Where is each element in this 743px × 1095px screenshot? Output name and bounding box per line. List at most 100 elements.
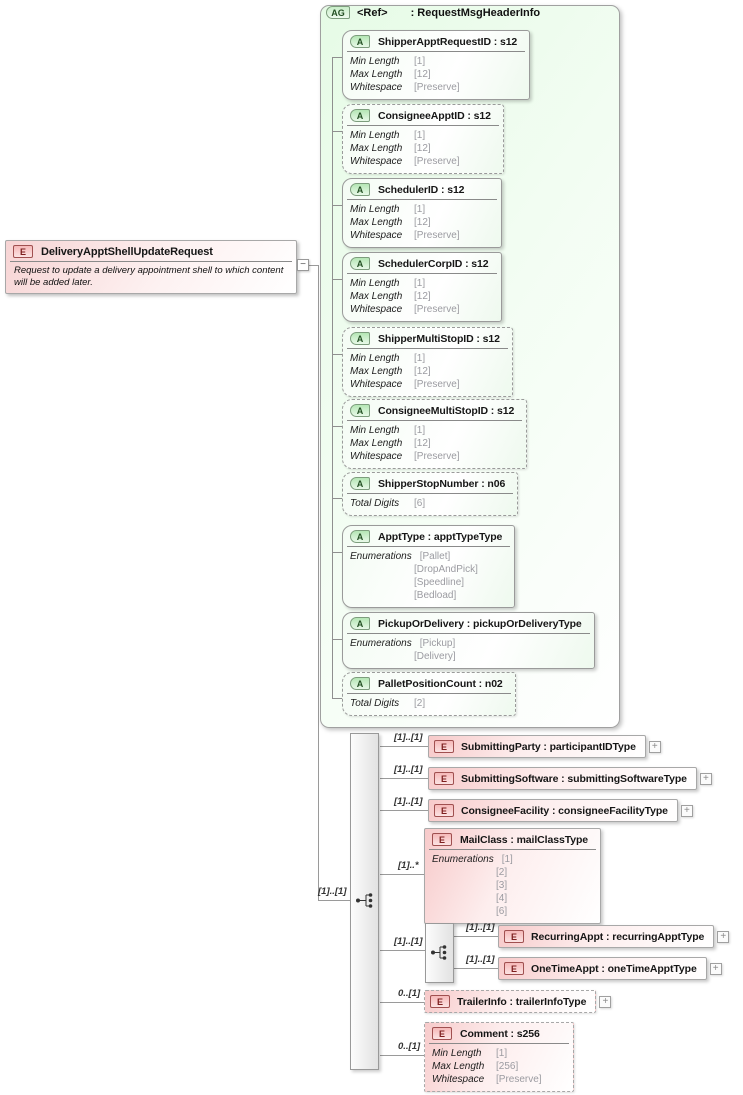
attribute-icon: A: [350, 257, 370, 270]
element-icon: E: [504, 930, 524, 943]
attribute-icon: A: [350, 530, 370, 543]
cardinality-label: [1]..[1]: [466, 922, 495, 933]
attribute-icon: A: [350, 677, 370, 690]
attribute-title: PalletPositionCount : n02: [378, 677, 503, 690]
attribute-title: ConsigneeMultiStopID : s12: [378, 404, 515, 417]
facet-value: [Speedline]: [414, 577, 465, 588]
connector: [332, 498, 342, 499]
facet-value: [DropAndPick]: [414, 564, 478, 575]
divider: [347, 546, 511, 547]
divider: [347, 693, 511, 694]
expand-icon[interactable]: +: [699, 772, 712, 785]
divider: [429, 1043, 569, 1044]
element-row: E OneTimeAppt : oneTimeApptType +: [498, 957, 722, 980]
expand-icon[interactable]: +: [680, 804, 693, 817]
facet-label: Min Length: [350, 353, 400, 364]
element-title: ConsigneeFacility : consigneeFacilityTyp…: [461, 804, 668, 817]
attribute-title: SchedulerCorpID : s12: [378, 257, 489, 270]
element-row: E ConsigneeFacility : consigneeFacilityT…: [428, 799, 693, 822]
connector: [454, 936, 498, 937]
element-box-consignee-facility[interactable]: E ConsigneeFacility : consigneeFacilityT…: [428, 799, 678, 822]
attribute-icon: A: [350, 404, 370, 417]
connector: [332, 205, 342, 206]
divider: [347, 51, 526, 52]
divider: [347, 420, 523, 421]
facet-value: [12]: [414, 366, 431, 377]
element-row: E RecurringAppt : recurringApptType +: [498, 925, 730, 948]
attribute-group-type: : RequestMsgHeaderInfo: [410, 6, 541, 19]
divider: [347, 348, 508, 349]
element-box-one-time-appt[interactable]: E OneTimeAppt : oneTimeApptType: [498, 957, 707, 980]
connector: [380, 1055, 424, 1056]
element-box-recurring-appt[interactable]: E RecurringAppt : recurringApptType: [498, 925, 715, 948]
element-icon: E: [434, 772, 454, 785]
facet-label: Max Length: [350, 366, 403, 377]
connector: [318, 265, 319, 900]
facet-value: [Preserve]: [414, 230, 460, 241]
attribute-icon: A: [350, 183, 370, 196]
facet-value: [1]: [414, 56, 426, 67]
facet-value: [12]: [414, 438, 431, 449]
facet-label: Whitespace: [350, 230, 403, 241]
connector: [332, 698, 342, 699]
connector: [332, 354, 342, 355]
attribute-icon: A: [350, 35, 370, 48]
choice-icon: [431, 945, 447, 960]
expand-icon[interactable]: +: [717, 930, 730, 943]
divider: [347, 125, 499, 126]
connector: [318, 900, 350, 901]
facet-label: Whitespace: [350, 156, 403, 167]
attribute-title: ShipperStopNumber : n06: [378, 477, 506, 490]
facet-label: [432, 905, 496, 918]
expand-icon[interactable]: +: [648, 740, 661, 753]
connector: [332, 552, 342, 553]
facet-label: [350, 576, 414, 589]
element-title: SubmittingParty : participantIDType: [461, 740, 636, 753]
facet-label: Min Length: [350, 56, 400, 67]
facet-label: Max Length: [350, 217, 403, 228]
sequence-group-bar[interactable]: [350, 733, 379, 1070]
element-row: E SubmittingParty : participantIDType +: [428, 735, 661, 758]
facet-value: [1]: [501, 854, 513, 865]
expand-icon[interactable]: +: [599, 995, 612, 1008]
connector: [380, 874, 424, 875]
element-box-submitting-party[interactable]: E SubmittingParty : participantIDType: [428, 735, 646, 758]
expand-icon[interactable]: +: [709, 962, 722, 975]
element-box-submitting-software[interactable]: E SubmittingSoftware : submittingSoftwar…: [428, 767, 697, 790]
divider: [347, 633, 590, 634]
attribute-group-ref: <Ref>: [357, 6, 388, 19]
facet-value: [Preserve]: [414, 451, 460, 462]
facet-value: [1]: [496, 1048, 508, 1059]
connector: [380, 810, 428, 811]
connector: [380, 778, 428, 779]
facet-value: [1]: [414, 204, 426, 215]
facet-label: Enumerations: [432, 854, 494, 865]
element-icon: E: [434, 740, 454, 753]
cardinality-label: [1]..[1]: [394, 936, 423, 947]
element-box-trailer-info[interactable]: E TrailerInfo : trailerInfoType: [424, 990, 597, 1013]
cardinality-label: [1]..*: [398, 860, 419, 871]
facet-value: [6]: [496, 906, 508, 917]
root-element-box[interactable]: E DeliveryApptShellUpdateRequest Request…: [5, 240, 297, 294]
facet-label: [432, 866, 496, 879]
facet-label: [350, 563, 414, 576]
attribute-title: PickupOrDelivery : pickupOrDeliveryType: [378, 617, 582, 630]
cardinality-label: [1]..[1]: [394, 732, 423, 743]
attribute-group-header: AG <Ref> : RequestMsgHeaderInfo: [326, 6, 540, 19]
sequence-icon: [356, 893, 373, 908]
facet-label: Max Length: [350, 438, 403, 449]
collapse-icon[interactable]: −: [297, 259, 309, 271]
facet-label: Whitespace: [350, 379, 403, 390]
